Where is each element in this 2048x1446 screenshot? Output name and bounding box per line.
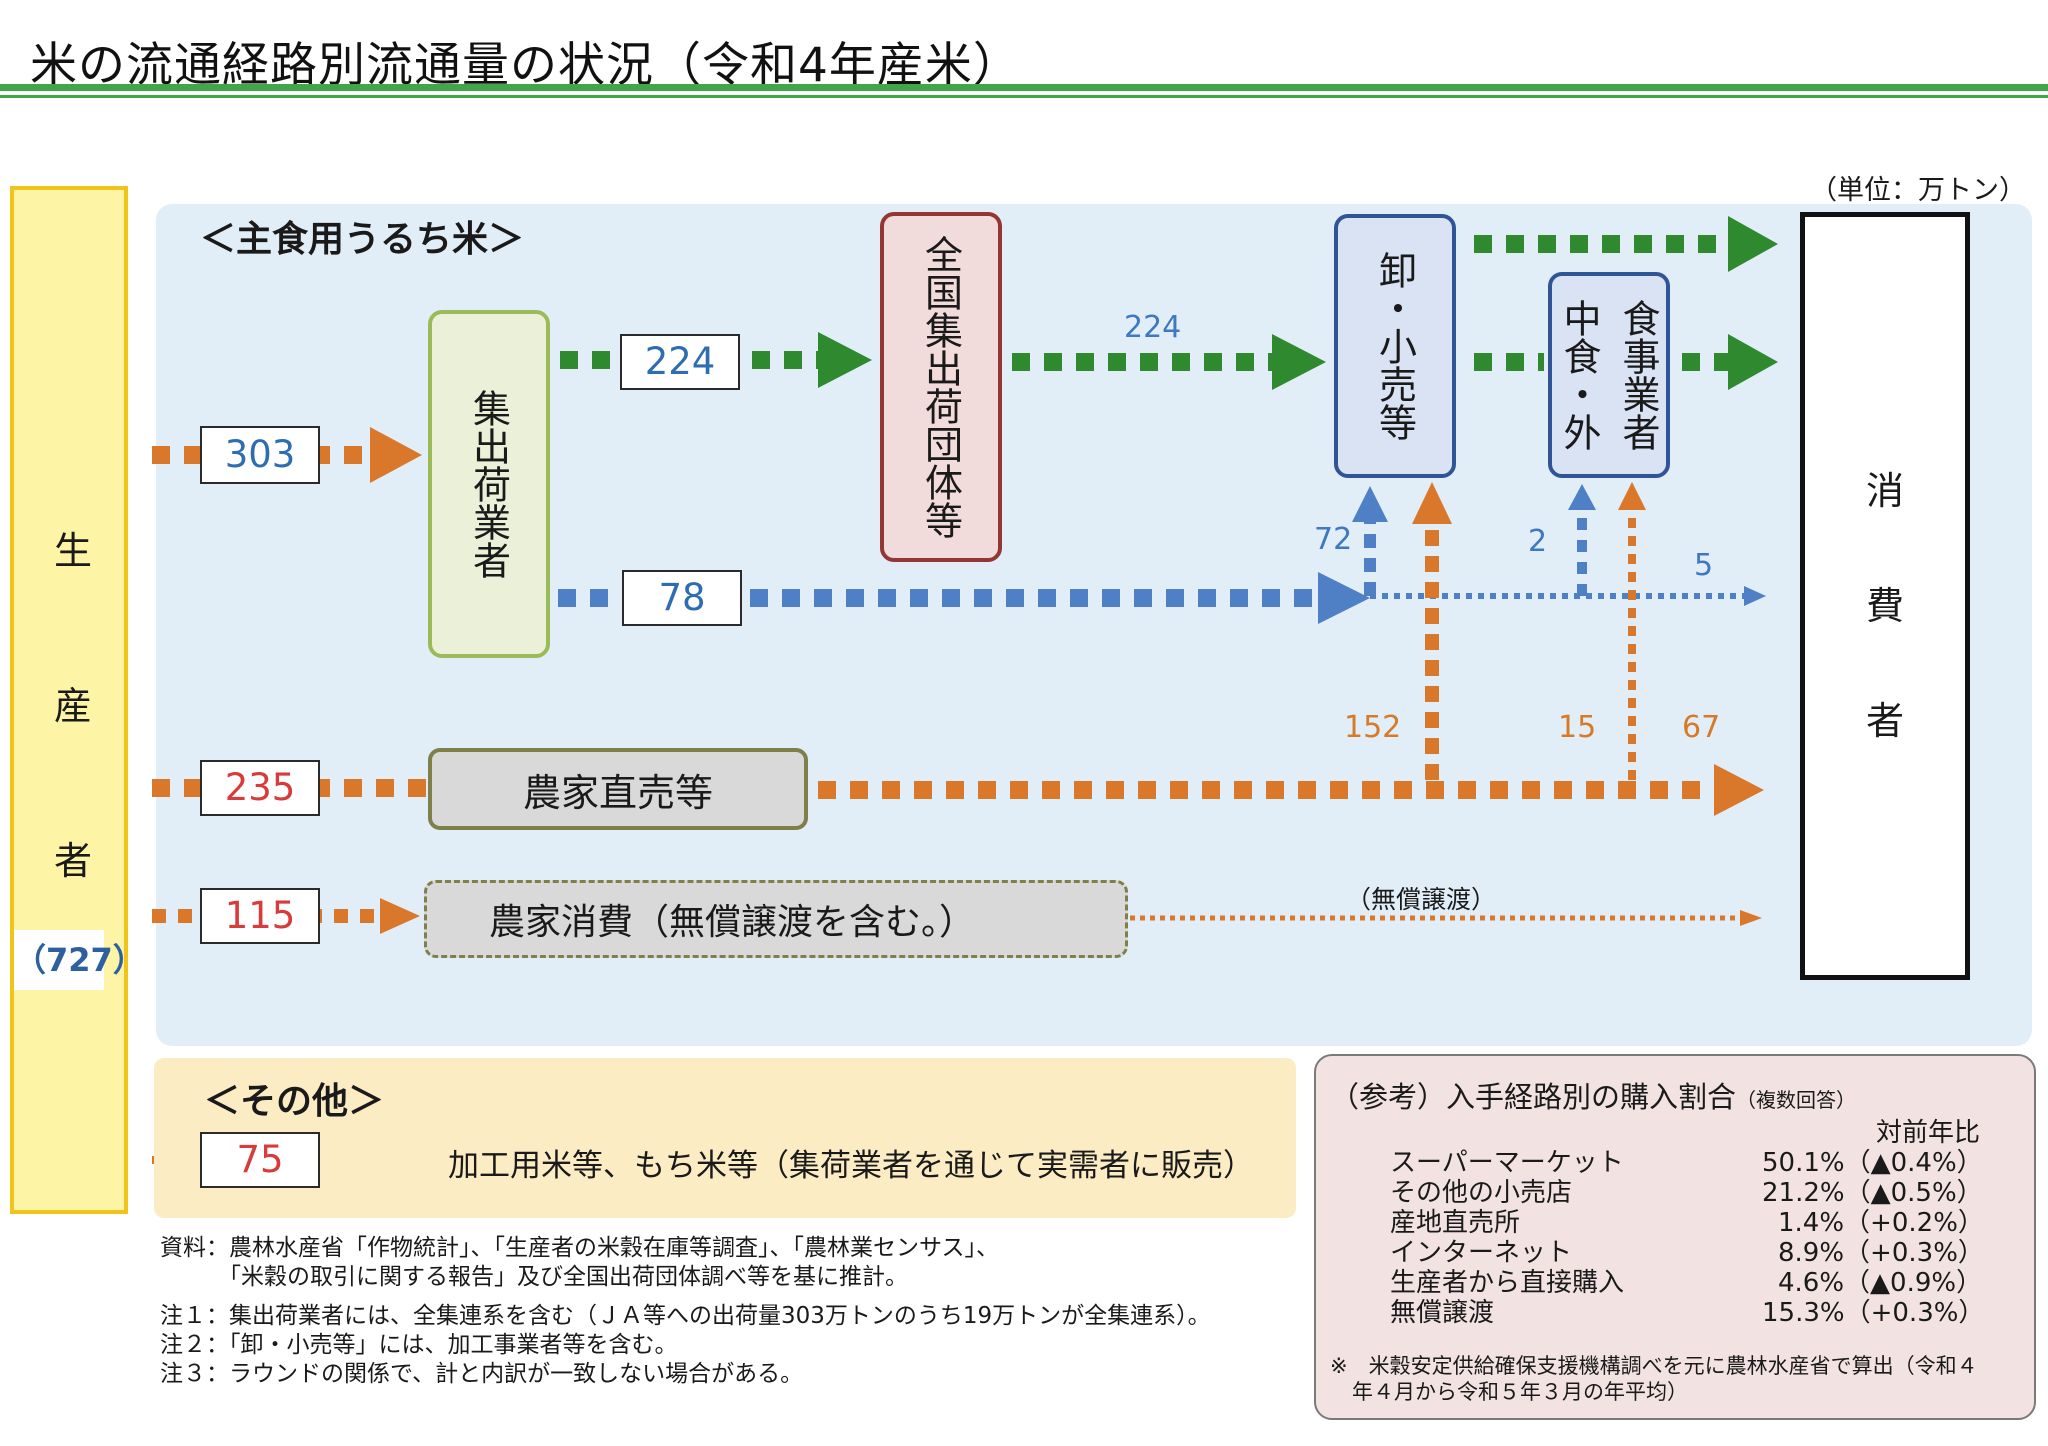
node-oroshi-label: 卸・小売等: [1372, 251, 1417, 441]
arrowhead-oroshi: [1272, 334, 1326, 390]
reference-row-value: 1.4%（+0.2%）: [1778, 1208, 1984, 1238]
reference-row-label: 無償譲渡: [1390, 1298, 1495, 1328]
reference-row-value: 50.1%（▲0.4%）: [1762, 1148, 1983, 1178]
title-rule: [0, 84, 2048, 91]
node-zenkoku-label: 全国集出荷団体等: [918, 235, 963, 539]
reference-box: [1314, 1054, 2036, 1420]
reference-row-label: インターネット: [1390, 1238, 1573, 1268]
value-label-5: 5: [1694, 548, 1714, 583]
reference-row-value: 15.3%（+0.3%）: [1762, 1298, 1985, 1328]
arrowhead-chokubai-chushoku: [1618, 482, 1646, 510]
node-shukka: 集出荷業者: [428, 310, 550, 658]
arrowhead-farm: [380, 898, 420, 934]
reference-footnote-2: 年４月から令和５年３月の年平均）: [1352, 1380, 1688, 1404]
reference-col-header: 対前年比: [1876, 1118, 1981, 1148]
note-1: 注１：集出荷業者には、全集連系を含む（ＪＡ等への出荷量303万トンのうち19万ト…: [160, 1303, 1211, 1329]
consumer-char-2: 費: [1865, 584, 1904, 628]
reference-row-label: スーパーマーケット: [1390, 1148, 1624, 1178]
consumer-char-1: 消: [1865, 469, 1904, 513]
arrowhead-direct-oroshi: [1352, 486, 1388, 522]
reference-title: （参考）入手経路別の購入割合（複数回答）: [1330, 1074, 1856, 1116]
value-box-115: 115: [200, 888, 320, 944]
node-chushoku-label-1: 中食・外: [1557, 299, 1601, 451]
reference-row-label: その他の小売店: [1390, 1178, 1573, 1208]
page-title: 米の流通経路別流通量の状況（令和4年産米）: [30, 38, 1021, 93]
arrowhead-farm-consumer: [1740, 910, 1762, 926]
arrowhead-chokubai-consumer: [1714, 764, 1764, 816]
source-note-1: 資料：農林水産省「作物統計」、「生産者の米穀在庫等調査」、「農林業センサス」、: [160, 1235, 1000, 1261]
source-note-2: 「米穀の取引に関する報告」及び全国出荷団体調べ等を基に推計。: [218, 1264, 908, 1290]
value-box-303: 303: [200, 426, 320, 484]
consumer-box: [1800, 212, 1970, 980]
reference-title-main: （参考）入手経路別の購入割合: [1330, 1080, 1737, 1114]
node-shukka-label: 集出荷業者: [466, 389, 511, 579]
others-title: ＜その他＞: [204, 1081, 385, 1122]
producer-char-2: 産: [53, 684, 92, 728]
producer-char-1: 生: [53, 529, 92, 573]
value-label-152: 152: [1344, 710, 1402, 745]
unit-label: （単位：万トン）: [1810, 175, 2026, 206]
value-label-224: 224: [1124, 310, 1182, 345]
node-chushoku: 中食・外 食事業者: [1548, 272, 1670, 478]
node-farm-consumption: 農家消費（無償譲渡を含む。）: [424, 880, 1128, 958]
node-zenkoku: 全国集出荷団体等: [880, 212, 1002, 562]
arrowhead-shukka: [370, 427, 422, 483]
node-farm-consumption-label: 農家消費（無償譲渡を含む。）: [489, 902, 976, 943]
node-chushoku-label-2: 食事業者: [1616, 299, 1660, 451]
arrowhead-consumer-mid: [1728, 334, 1778, 390]
node-oroshi: 卸・小売等: [1334, 214, 1456, 478]
reference-footnote-1: ※ 米穀安定供給確保支援機構調べを元に農林水産省で算出（令和４: [1330, 1354, 1978, 1378]
arrowhead-chokubai-oroshi: [1412, 482, 1452, 524]
value-label-72: 72: [1314, 522, 1353, 557]
title-rule-thin: [0, 95, 2048, 98]
value-label-15: 15: [1558, 710, 1597, 745]
producer-box: [10, 186, 128, 1214]
others-description: 加工用米等、もち米等（集荷業者を通じて実需者に販売）: [448, 1148, 1254, 1184]
reference-row-value: 21.2%（▲0.5%）: [1762, 1178, 1983, 1208]
producer-total: （727）: [14, 930, 145, 990]
producer-char-3: 者: [53, 839, 92, 883]
arrowhead-direct-consumer: [1744, 586, 1766, 606]
reference-row-value: 8.9%（+0.3%）: [1778, 1238, 1984, 1268]
value-label-2: 2: [1528, 524, 1548, 559]
value-box-75: 75: [200, 1132, 320, 1188]
reference-row-label: 産地直売所: [1390, 1208, 1521, 1238]
node-chokubai: 農家直売等: [428, 748, 808, 830]
node-chokubai-label: 農家直売等: [522, 770, 713, 815]
consumer-char-3: 者: [1865, 699, 1904, 743]
arrowhead-direct: [1318, 572, 1370, 624]
value-box-78: 78: [622, 570, 742, 626]
value-box-235: 235: [200, 760, 320, 816]
note-2: 注２：「卸・小売等」には、加工事業者等を含む。: [160, 1332, 678, 1358]
arrowhead-zenkoku: [818, 332, 872, 388]
reference-row-label: 生産者から直接購入: [1390, 1268, 1625, 1298]
value-label-67: 67: [1682, 710, 1721, 745]
arrowhead-direct-chushoku: [1568, 484, 1596, 510]
main-section-title: ＜主食用うるち米＞: [200, 219, 525, 260]
note-3: 注３：ラウンドの関係で、計と内訳が一致しない場合がある。: [160, 1361, 804, 1387]
arrowhead-consumer-top: [1728, 216, 1778, 272]
reference-title-small: （複数回答）: [1736, 1088, 1857, 1112]
value-box-224: 224: [620, 334, 740, 390]
gratis-label: （無償譲渡）: [1346, 885, 1497, 914]
reference-row-value: 4.6%（▲0.9%）: [1778, 1268, 1983, 1298]
others-section: [154, 1058, 1296, 1218]
